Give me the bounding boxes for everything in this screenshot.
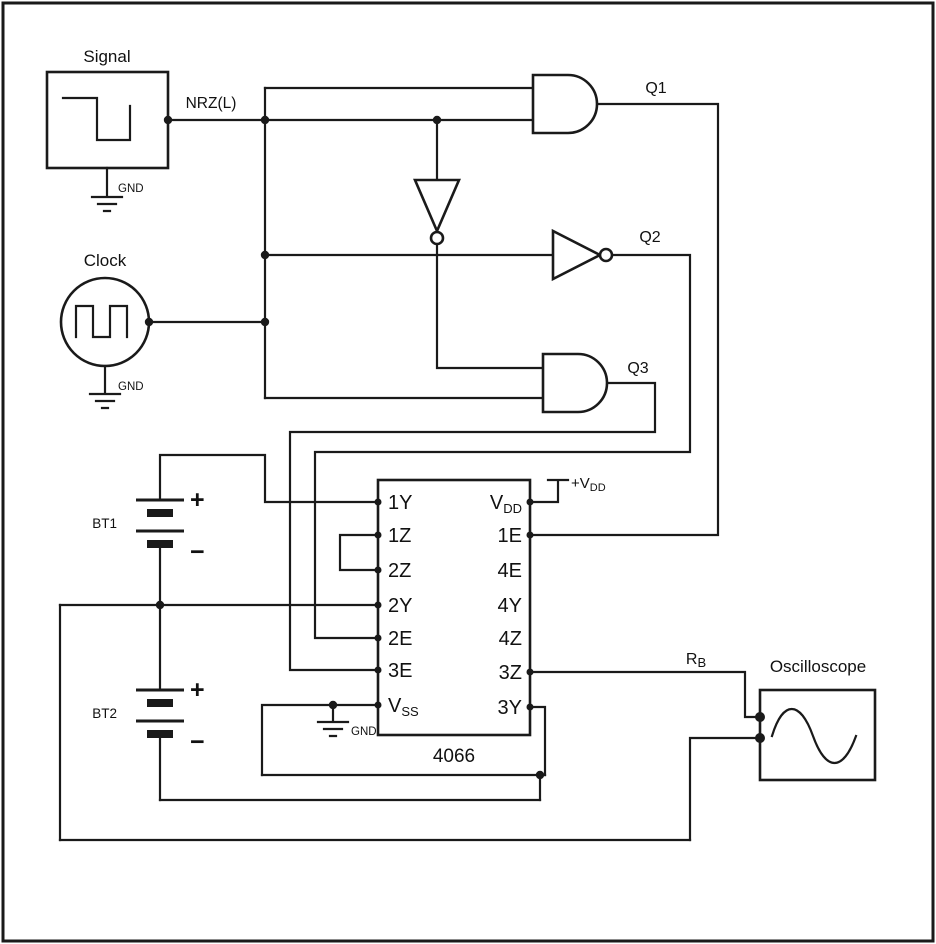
and-gate-q3-icon <box>541 352 609 414</box>
pin-dots <box>374 498 534 711</box>
wire-bt1-to-1y <box>158 453 380 504</box>
q2-label: Q2 <box>639 229 660 246</box>
vdd-label: +VDD <box>571 475 606 494</box>
junction-dots <box>144 115 545 780</box>
sine-wave-icon <box>770 707 858 765</box>
wire-q1-to-1e <box>528 102 720 537</box>
wire-vss <box>260 703 380 777</box>
rb-label: RB <box>686 651 706 670</box>
ground-icon <box>88 364 122 410</box>
bt2-label: BT2 <box>92 706 117 721</box>
oscilloscope-label: Oscilloscope <box>770 657 866 676</box>
ic-4066: 1Y 1Z 2Z 2Y 2E 3E VSS VDD 1E 4E 4Y 4Z 3Z… <box>316 478 534 767</box>
pin-label-2z: 2Z <box>388 560 411 582</box>
ground-icon <box>90 166 124 213</box>
junction-dot <box>432 115 442 125</box>
wire-scope-ground <box>688 736 762 842</box>
not-gate-bubble-icon <box>598 247 614 263</box>
ground-icon <box>316 703 350 738</box>
bt1-label: BT1 <box>92 516 117 531</box>
clock-source: Clock GND <box>59 251 151 410</box>
inverter-icon <box>413 178 461 235</box>
pin-label-2y: 2Y <box>388 595 412 617</box>
wire-vdd <box>528 478 570 504</box>
pin-label-1z: 1Z <box>388 525 411 547</box>
pin-label-vdd: VDD <box>490 492 522 516</box>
vdd-symbol: +VDD <box>571 475 606 494</box>
junction-dot <box>260 250 270 260</box>
pin-label-4y: 4Y <box>498 595 522 617</box>
junction-dot <box>535 770 545 780</box>
clock-wave-icon <box>74 304 129 339</box>
plus-sign: + <box>190 676 205 704</box>
not-gate-q2-icon <box>551 228 603 282</box>
gnd-label: GND <box>118 381 144 393</box>
wire-3y <box>528 705 547 777</box>
pin-label-3z: 3Z <box>499 662 522 684</box>
inverter-bubble-icon <box>429 230 445 246</box>
battery-bt1: + − BT1 <box>92 486 204 566</box>
junction-dot <box>260 115 270 125</box>
square-wave-icon <box>61 96 132 142</box>
pin-label-1y: 1Y <box>388 492 412 514</box>
plus-sign: + <box>190 486 205 514</box>
junction-dot <box>144 317 154 327</box>
minus-sign: − <box>190 538 205 566</box>
oscilloscope-box <box>758 688 877 782</box>
logic-gates <box>413 73 614 414</box>
clock-label: Clock <box>84 251 127 270</box>
gnd-label: GND <box>351 726 377 738</box>
ic-name: 4066 <box>433 746 475 767</box>
clock-body <box>59 276 151 368</box>
junction-dot <box>163 115 173 125</box>
signal-box <box>45 70 170 170</box>
gnd-label: GND <box>118 183 144 195</box>
pin-label-3e: 3E <box>388 660 412 682</box>
scope-input-dot <box>755 712 765 722</box>
oscilloscope: Oscilloscope <box>755 657 877 782</box>
q3-label: Q3 <box>627 360 648 377</box>
wire-1z-2z-tie <box>338 533 380 572</box>
pin-label-3y: 3Y <box>498 697 522 719</box>
wire-3z-to-scope <box>528 670 762 719</box>
scope-input-dot <box>755 733 765 743</box>
ic-body <box>376 478 532 737</box>
junction-dot <box>155 600 165 610</box>
wire-q3-to-3e <box>288 381 657 672</box>
pin-label-4z: 4Z <box>499 628 522 650</box>
nrz-label: NRZ(L) <box>186 95 237 112</box>
signal-label: Signal <box>83 47 130 66</box>
junction-dot <box>260 317 270 327</box>
pin-label-4e: 4E <box>498 560 522 582</box>
minus-sign: − <box>190 728 205 756</box>
wire-q2-to-2e <box>313 253 692 640</box>
pin-label-2e: 2E <box>388 628 412 650</box>
pin-label-vss: VSS <box>388 695 419 719</box>
q1-label: Q1 <box>645 80 666 97</box>
pin-label-1e: 1E <box>498 525 522 547</box>
battery-bt2: + − BT2 <box>92 676 204 756</box>
and-gate-q1-icon <box>531 73 599 135</box>
signal-source: Signal GND <box>45 47 170 213</box>
wires <box>58 86 762 842</box>
wire-inverter-output <box>435 242 545 370</box>
junction-dot <box>328 700 338 710</box>
